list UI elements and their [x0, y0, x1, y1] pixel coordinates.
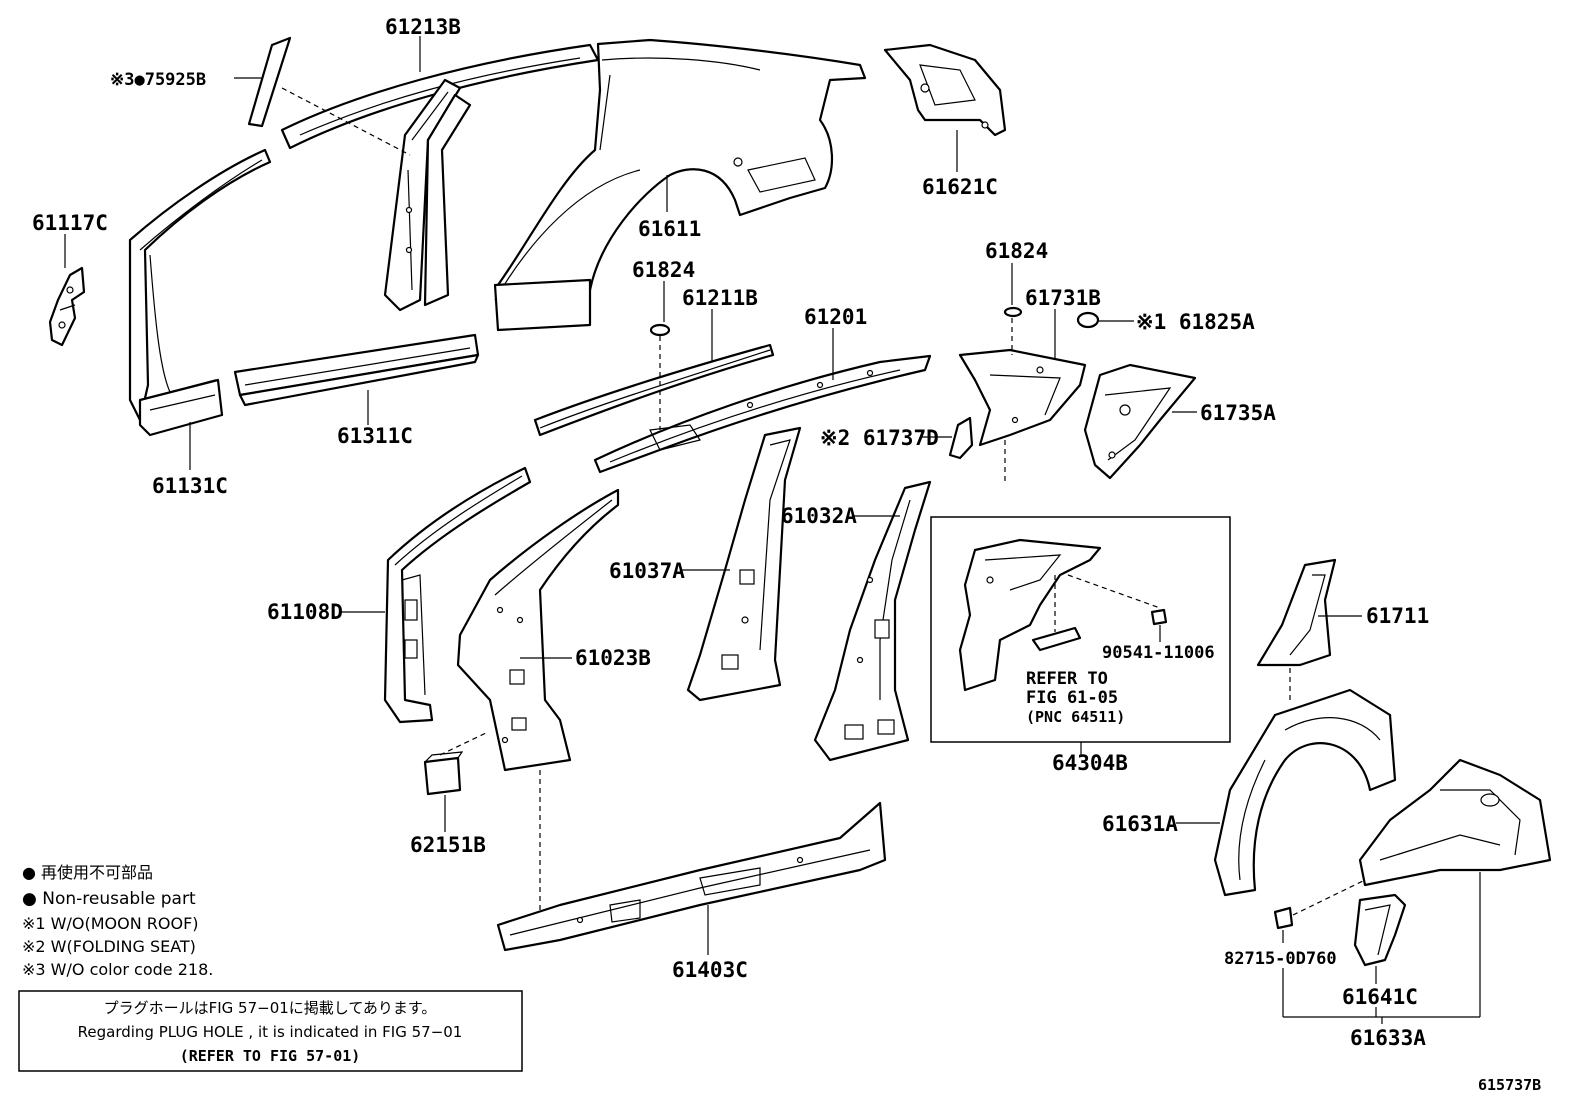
label-61633a: 61633A	[1350, 1026, 1426, 1050]
figure-id: 615737B	[1478, 1076, 1541, 1094]
legend-note-1: ※1 W/O(MOON ROOF)	[22, 914, 199, 933]
part-61631a-drawing	[1213, 688, 1397, 897]
refer-line2: FIG 61-05	[1026, 688, 1118, 708]
label-61211b: 61211B	[682, 286, 758, 310]
leader-lines	[64, 36, 1481, 1024]
label-61641c: 61641C	[1342, 985, 1418, 1009]
part-61633a-drawing	[1358, 758, 1552, 887]
part-61023b-drawing	[456, 488, 620, 772]
plug-hole-note-ref: (REFER TO FIG 57-01)	[180, 1047, 361, 1065]
plug-hole-note-en: Regarding PLUG HOLE , it is indicated in…	[78, 1023, 463, 1041]
label-90541-11006: 90541-11006	[1102, 643, 1215, 663]
label-61213b: 61213B	[385, 15, 461, 39]
part-61711-drawing	[1256, 558, 1337, 667]
part-82715-drawing	[1273, 906, 1294, 930]
legend-note-3: ※3 W/O color code 218.	[22, 960, 213, 979]
label-61403c: 61403C	[672, 958, 748, 982]
legend-nonreusable-jp: ● 再使用不可部品	[22, 863, 153, 882]
part-61825a-drawing	[1076, 311, 1100, 329]
label-61131c: 61131C	[152, 474, 228, 498]
part-61824-left-drawing	[649, 323, 671, 337]
part-61824-right-drawing	[1003, 306, 1023, 318]
part-61211b-drawing	[533, 343, 775, 437]
label-61037a: 61037A	[609, 559, 685, 583]
label-61117c: 61117C	[32, 211, 108, 235]
label-61023b: 61023B	[575, 646, 651, 670]
label-61108d: 61108D	[267, 600, 343, 624]
plug-hole-note-box	[18, 990, 523, 1072]
label-61621c: 61621C	[922, 175, 998, 199]
part-64304b-drawing	[958, 538, 1168, 692]
label-64304b: 64304B	[1052, 751, 1128, 775]
label-61731b: 61731B	[1025, 286, 1101, 310]
label-62151b: 62151B	[410, 833, 486, 857]
label-61825a: ※1 61825A	[1136, 310, 1255, 334]
refer-line1: REFER TO	[1026, 669, 1108, 689]
part-61735a-drawing	[1083, 363, 1197, 480]
label-82715-0d760: 82715-0D760	[1224, 949, 1337, 969]
label-61735a: 61735A	[1200, 401, 1276, 425]
label-61737d: ※2 61737D	[820, 426, 939, 450]
part-body-side-outer-drawing	[128, 38, 867, 437]
label-61824-right: 61824	[985, 239, 1048, 263]
part-61737d-drawing	[948, 416, 974, 460]
label-61311c: 61311C	[337, 424, 413, 448]
label-61032a: 61032A	[781, 504, 857, 528]
label-61611: 61611	[638, 217, 701, 241]
part-61403c-drawing	[496, 801, 887, 952]
label-75925b: ※3●75925B	[110, 70, 206, 90]
refer-line3: (PNC 64511)	[1026, 708, 1125, 726]
label-61711: 61711	[1366, 604, 1429, 628]
part-61108d-drawing	[383, 466, 532, 724]
part-61641c-drawing	[1353, 893, 1407, 967]
part-61117c-drawing	[48, 266, 86, 347]
label-61201: 61201	[804, 305, 867, 329]
label-61824-left: 61824	[632, 258, 695, 282]
part-75925b-drawing	[247, 36, 292, 128]
legend-note-2: ※2 W(FOLDING SEAT)	[22, 937, 196, 956]
part-61621c-drawing	[883, 43, 1007, 137]
legend-nonreusable-en: ● Non-reusable part	[22, 889, 196, 909]
label-61631a: 61631A	[1102, 812, 1178, 836]
plug-hole-note-jp: プラグホールはFIG 57−01に掲載してあります。	[104, 999, 437, 1017]
part-61032a-drawing	[813, 480, 932, 762]
part-62151b-drawing	[423, 751, 464, 796]
part-61731b-drawing	[958, 348, 1087, 447]
part-61201-drawing	[593, 354, 932, 474]
part-61037a-drawing	[686, 426, 802, 702]
